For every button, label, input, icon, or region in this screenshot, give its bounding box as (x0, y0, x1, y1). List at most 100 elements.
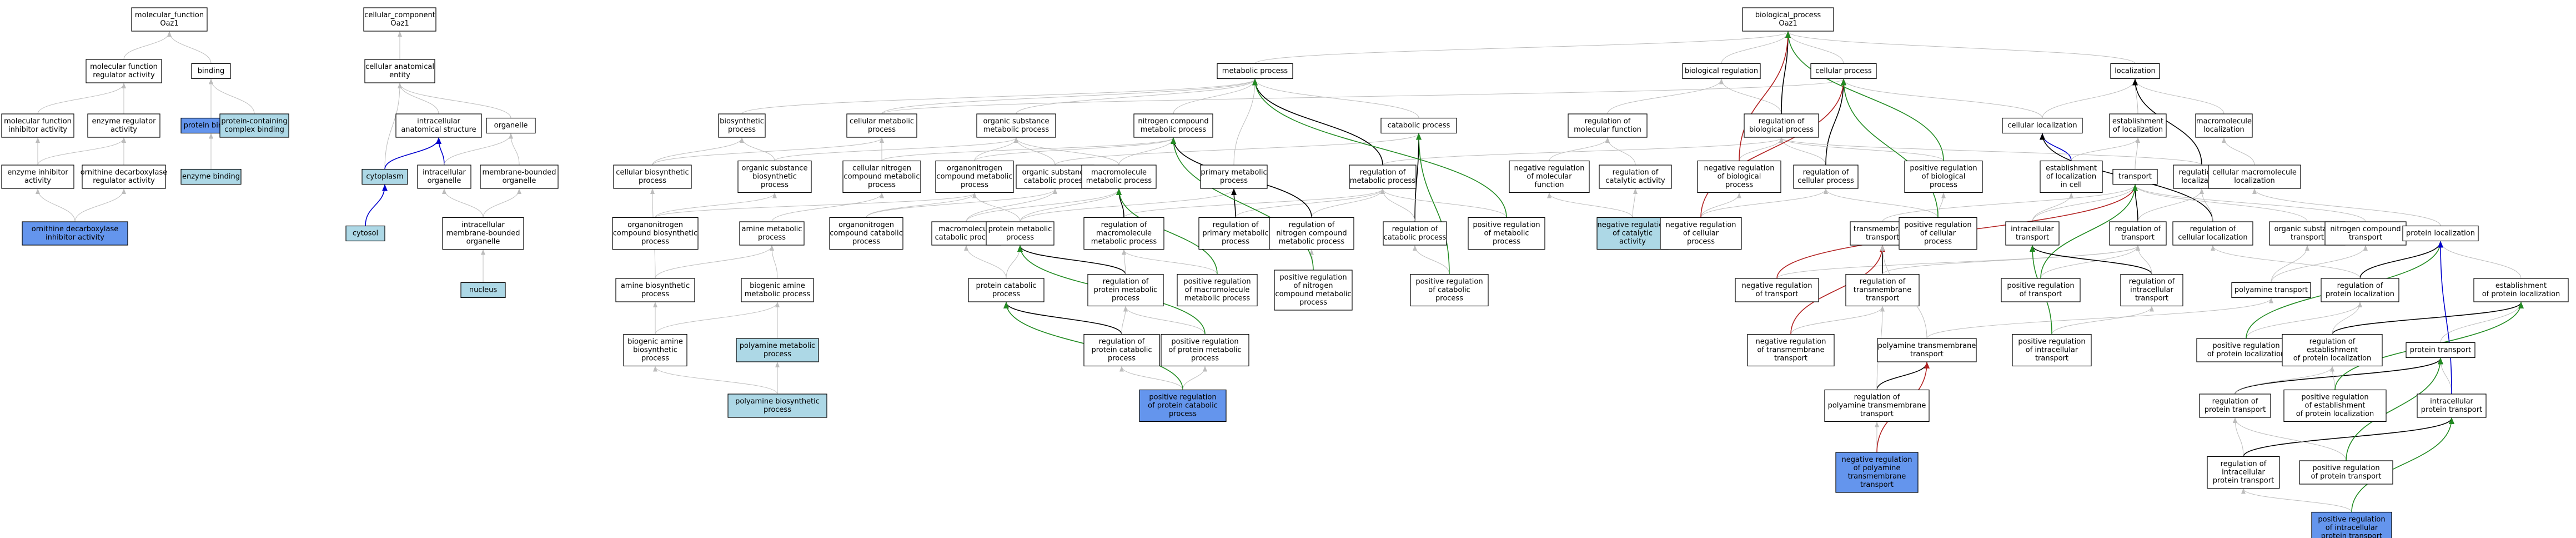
node-organelle[interactable]: organelle (486, 117, 536, 134)
node-metab[interactable]: metabolic process (1217, 63, 1293, 79)
node-nucleus[interactable]: nucleus (460, 282, 506, 298)
node-bioreg[interactable]: biological regulation (1682, 63, 1761, 79)
node-enzbind[interactable]: enzyme binding (180, 168, 242, 185)
node-catab[interactable]: catabolic process (1380, 117, 1457, 134)
node-protlocal[interactable]: protein localization (2402, 225, 2479, 242)
node-prottransport[interactable]: protein transport (2406, 342, 2475, 358)
node-celllocal[interactable]: cellular localization (2002, 117, 2083, 134)
node-cellproc[interactable]: cellular process (1810, 63, 1877, 79)
node-binding[interactable]: binding (191, 63, 231, 79)
node-cytoplasm[interactable]: cytoplasm (361, 168, 408, 185)
node-transport[interactable]: transport (2112, 168, 2158, 185)
node-localization[interactable]: localization (2110, 63, 2160, 79)
node-cytosol[interactable]: cytosol (345, 225, 385, 242)
